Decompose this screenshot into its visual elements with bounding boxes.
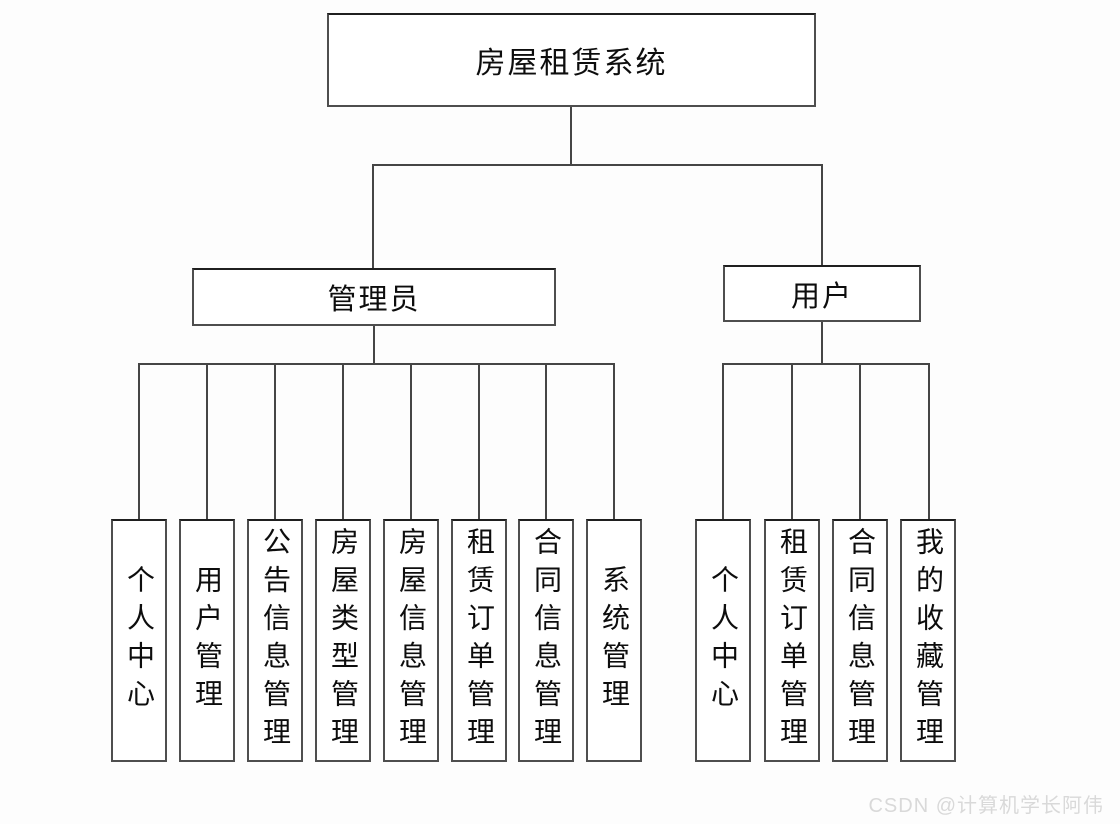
- connector-leaf-drop: [859, 364, 861, 519]
- connector-leaf-drop: [138, 364, 140, 519]
- connector-leaf-drop: [274, 364, 276, 519]
- node-root-label: 房屋租赁系统: [475, 47, 668, 80]
- node-admin-system-management: 系统管理: [586, 519, 642, 762]
- leaf-label: 系统管理: [599, 564, 630, 717]
- node-user-my-favorites-management: 我的收藏管理: [900, 519, 956, 762]
- node-admin-house-info-management: 房屋信息管理: [383, 519, 439, 762]
- connector-admin-drop: [373, 325, 375, 364]
- connector-leaf-drop: [478, 364, 480, 519]
- connector-leaf-drop: [722, 364, 724, 519]
- node-admin-rental-order-management: 租赁订单管理: [451, 519, 507, 762]
- node-user-contract-info-management: 合同信息管理: [832, 519, 888, 762]
- connector-user-drop: [821, 321, 823, 364]
- leaf-label: 个人中心: [708, 564, 739, 717]
- leaf-label: 租赁订单管理: [777, 526, 808, 755]
- leaf-label: 合同信息管理: [531, 526, 562, 755]
- node-admin: 管理员: [192, 268, 556, 326]
- connector-leaf-drop: [342, 364, 344, 519]
- leaf-label: 公告信息管理: [260, 526, 291, 755]
- node-admin-announcement-info-management: 公告信息管理: [247, 519, 303, 762]
- connector-admin-bus: [138, 363, 615, 365]
- connector-root-stem: [570, 106, 572, 166]
- connector-leaf-drop: [791, 364, 793, 519]
- watermark: CSDN @计算机学长阿伟: [868, 795, 1104, 817]
- node-admin-label: 管理员: [327, 284, 421, 316]
- node-root-system: 房屋租赁系统: [327, 13, 816, 107]
- leaf-label: 房屋类型管理: [328, 526, 359, 755]
- node-admin-house-type-management: 房屋类型管理: [315, 519, 371, 762]
- connector-leaf-drop: [410, 364, 412, 519]
- connector-user-rise: [821, 165, 823, 265]
- connector-leaf-drop: [545, 364, 547, 519]
- leaf-label: 合同信息管理: [845, 526, 876, 755]
- node-user-label: 用户: [790, 280, 853, 313]
- connector-user-bus: [722, 363, 930, 365]
- node-admin-contract-info-management: 合同信息管理: [518, 519, 574, 762]
- connector-leaf-drop: [928, 364, 930, 519]
- connector-leaf-drop: [206, 364, 208, 519]
- node-user: 用户: [723, 265, 921, 322]
- leaf-label: 个人中心: [124, 564, 155, 717]
- leaf-label: 租赁订单管理: [464, 526, 495, 755]
- leaf-label: 用户管理: [192, 564, 223, 717]
- node-user-rental-order-management: 租赁订单管理: [764, 519, 820, 762]
- node-admin-personal-center: 个人中心: [111, 519, 167, 762]
- connector-admin-rise: [372, 165, 374, 268]
- node-admin-user-management: 用户管理: [179, 519, 235, 762]
- connector-level2-horizontal: [372, 164, 823, 166]
- connector-leaf-drop: [613, 364, 615, 519]
- leaf-label: 房屋信息管理: [396, 526, 427, 755]
- node-user-personal-center: 个人中心: [695, 519, 751, 762]
- leaf-label: 我的收藏管理: [913, 526, 944, 755]
